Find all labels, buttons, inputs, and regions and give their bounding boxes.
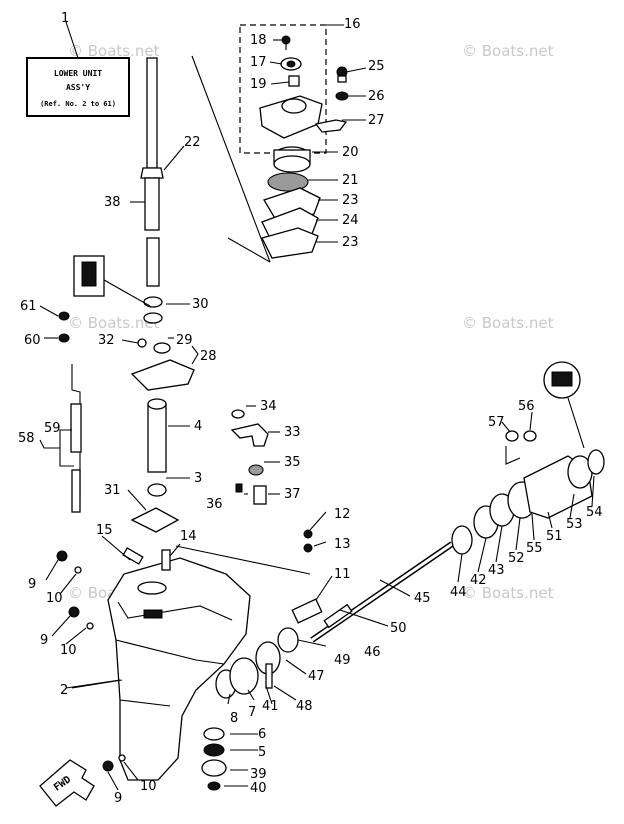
water-pump-parts (191, 35, 349, 263)
callout-34: 34 (260, 399, 277, 414)
callout-26: 26 (368, 89, 385, 104)
callout-35: 35 (284, 455, 301, 470)
callout-48: 48 (296, 699, 313, 714)
callout-27: 27 (368, 113, 385, 128)
callout-55: 55 (526, 541, 543, 556)
callout-38: 38 (104, 195, 121, 210)
callout-25: 25 (368, 59, 385, 74)
callout-11: 11 (334, 567, 351, 582)
callout-16: 16 (344, 17, 361, 32)
callout-1: 1 (61, 11, 69, 26)
callout-47: 47 (308, 669, 325, 684)
watermark: © Boats.net (68, 314, 160, 332)
callout-31: 31 (104, 483, 121, 498)
watermark: © Boats.net (462, 584, 554, 602)
callout-59: 59 (44, 421, 61, 436)
callout-9: 9 (114, 791, 122, 806)
leader-lines (39, 39, 595, 791)
callout-17: 17 (250, 55, 267, 70)
callout-51: 51 (546, 529, 563, 544)
callout-10: 10 (140, 779, 157, 794)
callout-12: 12 (334, 507, 351, 522)
forward-gear-parts (215, 598, 323, 699)
callout-44: 44 (450, 585, 467, 600)
callout-9: 9 (40, 633, 48, 648)
watermark: © Boats.net (462, 314, 554, 332)
callout-29: 29 (176, 333, 193, 348)
drive-shaft (140, 57, 164, 324)
callout-8: 8 (230, 711, 238, 726)
callout-3: 3 (194, 471, 202, 486)
pinion-gear-stack (201, 727, 227, 791)
callout-60: 60 (24, 333, 41, 348)
fasteners (56, 529, 313, 772)
watermark: © Boats.net (68, 42, 160, 60)
callout-56: 56 (518, 399, 535, 414)
callout-41: 41 (262, 699, 279, 714)
upper-housing-parts (130, 338, 195, 533)
callout-45: 45 (414, 591, 431, 606)
callout-39: 39 (250, 767, 267, 782)
callout-28: 28 (200, 349, 217, 364)
callout-21: 21 (342, 173, 359, 188)
callout-19: 19 (250, 77, 267, 92)
shift-rod (58, 255, 151, 513)
callout-49: 49 (334, 653, 351, 668)
callout-46: 46 (364, 645, 381, 660)
callout-24: 24 (342, 213, 359, 228)
callout-33: 33 (284, 425, 301, 440)
callout-14: 14 (180, 529, 197, 544)
title-line-3: (Ref. No. 2 to 61) (40, 100, 116, 108)
callout-9: 9 (28, 577, 36, 592)
callout-22: 22 (184, 135, 201, 150)
callout-20: 20 (342, 145, 359, 160)
callout-40: 40 (250, 781, 267, 796)
callout-57: 57 (488, 415, 505, 430)
callout-5: 5 (258, 745, 266, 760)
callout-36: 36 (206, 497, 223, 512)
callout-7: 7 (248, 705, 256, 720)
callout-23: 23 (342, 235, 359, 250)
callout-53: 53 (566, 517, 583, 532)
callout-13: 13 (334, 537, 351, 552)
callout-10: 10 (60, 643, 77, 658)
fwd-direction-arrow: FWD (39, 759, 95, 807)
callout-labels: 1 2 3 4 5 6 7 8 9 9 9 10 10 10 11 12 13 … (18, 11, 603, 806)
title-line-1: LOWER UNIT (54, 69, 102, 78)
assembly-title-box: LOWER UNIT ASS'Y (Ref. No. 2 to 61) (26, 21, 130, 117)
callout-43: 43 (488, 563, 505, 578)
callout-52: 52 (508, 551, 525, 566)
callout-37: 37 (284, 487, 301, 502)
callout-10: 10 (46, 591, 63, 606)
callout-4: 4 (194, 419, 202, 434)
title-line-2: ASS'Y (66, 83, 90, 92)
callout-58: 58 (18, 431, 35, 446)
propeller-shaft-parts (310, 361, 605, 643)
callout-6: 6 (258, 727, 266, 742)
callout-50: 50 (390, 621, 407, 636)
callout-42: 42 (470, 573, 487, 588)
callout-18: 18 (250, 33, 267, 48)
callout-2: 2 (60, 683, 68, 698)
callout-23: 23 (342, 193, 359, 208)
callout-54: 54 (586, 505, 603, 520)
shift-parts (230, 409, 269, 505)
callout-15: 15 (96, 523, 113, 538)
callout-61: 61 (20, 299, 37, 314)
watermark: © Boats.net (462, 42, 554, 60)
callout-30: 30 (192, 297, 209, 312)
lower-casing (107, 545, 311, 781)
water-pump-group-box (239, 24, 327, 154)
callout-32: 32 (98, 333, 115, 348)
